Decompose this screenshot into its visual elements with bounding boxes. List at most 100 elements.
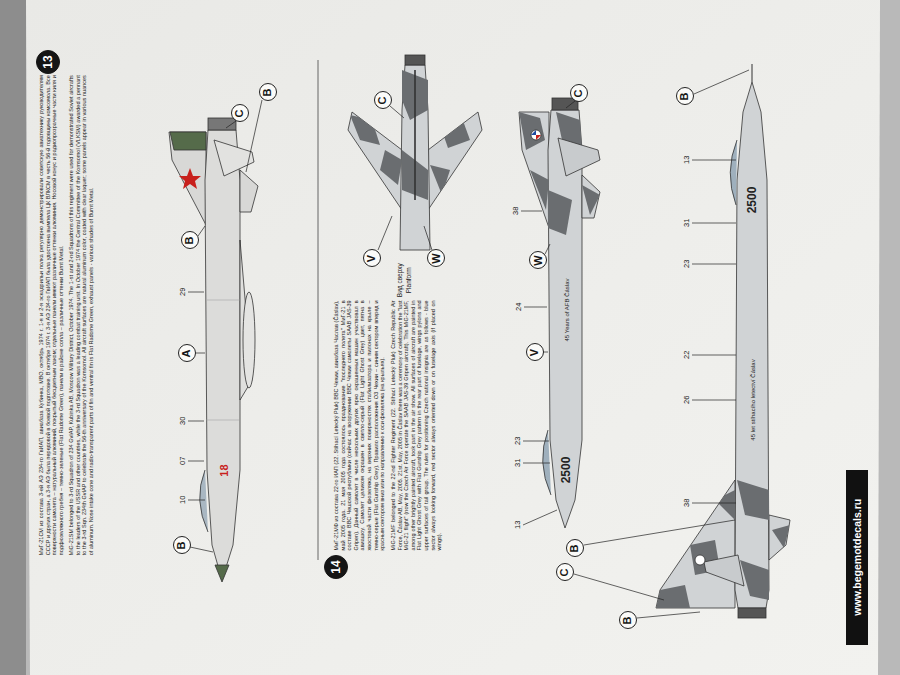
camo-blotch: [715, 490, 735, 520]
callout-letter: V: [530, 348, 541, 355]
fuselage: [400, 65, 430, 250]
leader-line: [188, 421, 204, 422]
callout-number: 22: [683, 351, 691, 359]
fin: [519, 112, 549, 228]
fin-top: [414, 70, 416, 200]
leader-line: [523, 463, 550, 464]
aircraft-side-view: [169, 118, 258, 582]
leader-line: [692, 160, 736, 161]
leader-line: [545, 244, 550, 254]
stabilizer: [704, 555, 744, 586]
leader-line: [692, 355, 736, 356]
intake-cone: [215, 565, 229, 582]
leader-line: [524, 307, 547, 308]
callout-circle: C: [570, 84, 588, 102]
callout-number: 23: [683, 260, 691, 268]
leader-line: [424, 226, 432, 250]
section-number-text: 14: [330, 560, 342, 573]
callout-circle: B: [181, 231, 199, 249]
callout-number: 07: [179, 457, 187, 465]
callout-circle: C: [556, 563, 574, 581]
leader-line: [196, 353, 205, 354]
callout-circle: W: [529, 251, 547, 269]
leader-line: [692, 223, 736, 224]
description-text: МиГ-21СМ из состава 3-ей АЭ 234-го ГвИАП…: [38, 75, 64, 555]
callout-number: 38: [683, 499, 691, 507]
callout-number: 24: [515, 303, 523, 311]
callout-letter: W: [532, 255, 543, 265]
callout-letter: C: [234, 109, 245, 117]
tactical-number: 2500: [560, 457, 572, 484]
callout-letter: V: [367, 254, 378, 261]
callout-letter: B: [176, 541, 187, 549]
callout-number: 29: [179, 288, 187, 296]
leader-line: [378, 216, 392, 250]
camo-blotch: [440, 118, 470, 148]
camo-blotch: [380, 150, 402, 185]
leader-line: [692, 264, 736, 265]
leader-line: [523, 441, 549, 442]
aircraft-side-view: [656, 64, 790, 618]
description-text: MiG-21SM belonged to 3-rd Squadron of 23…: [68, 75, 94, 555]
exhaust-nozzle: [405, 55, 425, 65]
fin: [169, 132, 206, 225]
fuselage-inscription: 45 let stíhacího letectví Čáslav: [749, 359, 755, 440]
callout-circle: C: [374, 91, 392, 109]
stabilizer: [348, 112, 402, 210]
callout-letter: W: [430, 253, 441, 263]
leader-line: [637, 612, 700, 618]
canopy: [543, 430, 551, 495]
callout-circle: W: [427, 249, 445, 267]
national-insignia: [536, 135, 541, 140]
leader-line: [190, 547, 213, 552]
callout-number: 30: [179, 417, 187, 425]
tactical-number: 18: [219, 464, 230, 476]
leader-line: [692, 503, 736, 504]
view-label: Planform: [406, 267, 413, 293]
section-divider: [318, 60, 319, 560]
camo-blotch: [350, 115, 380, 145]
callout-letter: C: [377, 96, 388, 104]
fuselage: [735, 82, 769, 608]
callout-circle: B: [566, 539, 584, 557]
panel-line: [207, 300, 240, 301]
callout-number: 13: [683, 156, 691, 164]
callout-circle: V: [526, 343, 544, 361]
callout-letter: B: [679, 92, 690, 100]
leader-line: [523, 510, 557, 525]
footer-bar: [846, 470, 868, 645]
description-text: МиГ-21МФ из состава 22-го ИАП (22. Stíha…: [332, 300, 385, 550]
ventral-fin: [769, 515, 790, 560]
camo-blotch: [656, 585, 690, 608]
camo-blotch: [519, 112, 545, 150]
callout-circle: B: [676, 87, 694, 105]
leader-line: [188, 461, 204, 462]
callout-letter: B: [569, 544, 580, 552]
callout-circle: C: [231, 104, 249, 122]
camo-blotch: [530, 170, 549, 210]
description-text: MiG-21MF belonged to the 22-nd Fighter R…: [389, 300, 442, 550]
leader-line: [188, 292, 204, 293]
website-url: www.begemotdecals.ru: [852, 498, 863, 615]
national-insignia: [531, 130, 536, 135]
callout-circle: A: [178, 344, 196, 362]
fuselage-inscription: 45 Years of AFB Čáslav: [563, 278, 569, 341]
callout-letter: B: [622, 616, 633, 624]
leader-line: [188, 500, 205, 501]
ventral-fin: [582, 175, 600, 218]
camo-blotch: [740, 560, 769, 600]
photo-background: [0, 0, 26, 675]
fuselage: [205, 130, 240, 580]
drop-tank: [243, 292, 255, 388]
aircraft-side-view: [519, 98, 600, 528]
red-star: [179, 168, 201, 189]
callout-circle: B: [173, 536, 191, 554]
exhaust-nozzle: [208, 118, 236, 130]
pitot-tube: [752, 64, 753, 82]
camo-blotch: [430, 165, 450, 195]
view-label: Вид сверху: [397, 263, 404, 297]
ventral-fin: [240, 170, 258, 212]
camo-blotch: [737, 480, 769, 520]
callout-number: 26: [683, 396, 691, 404]
camo-blotch: [582, 185, 600, 215]
